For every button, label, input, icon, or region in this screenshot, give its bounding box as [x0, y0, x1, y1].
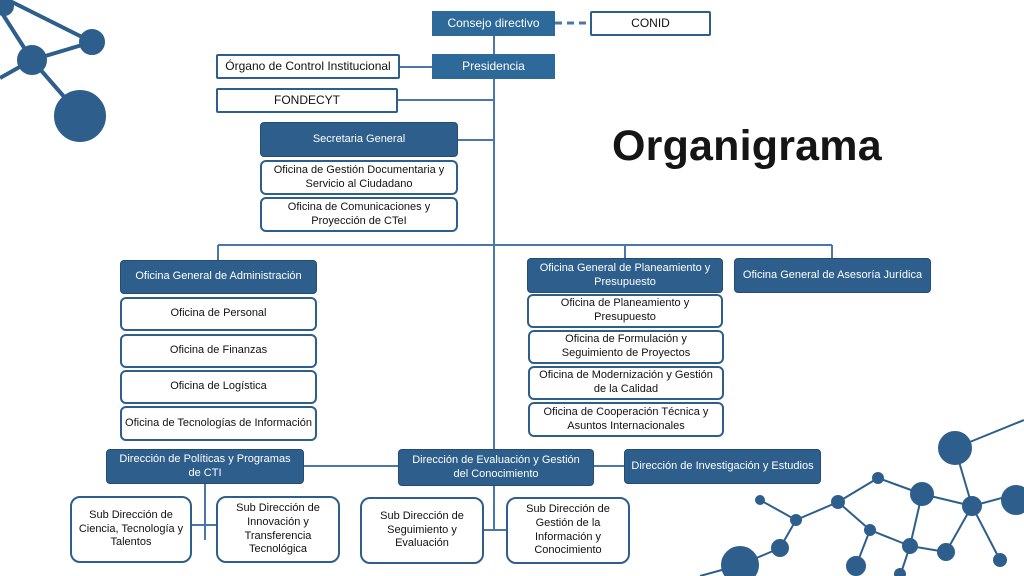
network-bottom-right: [699, 419, 1024, 576]
network-top-left: [0, 0, 106, 142]
consejo-directivo-box[interactable]: Consejo directivo: [432, 11, 555, 36]
oficina-formulacion-box[interactable]: Oficina de Formulación y Seguimiento de …: [528, 330, 724, 364]
subdireccion-ciencia-box[interactable]: Sub Dirección de Ciencia, Tecnología y T…: [70, 496, 192, 563]
oficina-cooperacion-box[interactable]: Oficina de Cooperación Técnica y Asuntos…: [528, 402, 724, 437]
oficina-planeamiento-presupuesto-box[interactable]: Oficina de Planeamiento y Presupuesto: [527, 294, 723, 328]
direccion-investigacion-box[interactable]: Dirección de Investigación y Estudios: [624, 449, 821, 484]
page-title: Organigrama: [612, 122, 882, 170]
oficina-modernizacion-box[interactable]: Oficina de Modernización y Gestión de la…: [528, 366, 724, 400]
subdireccion-innovacion-box[interactable]: Sub Dirección de Innovación y Transferen…: [216, 496, 340, 563]
organo-control-box[interactable]: Órgano de Control Institucional: [216, 54, 400, 79]
subdireccion-gestion-informacion-box[interactable]: Sub Dirección de Gestión de la Informaci…: [506, 497, 630, 564]
secretaria-general-box[interactable]: Secretaria General: [260, 122, 458, 157]
fondecyt-box[interactable]: FONDECYT: [216, 88, 398, 113]
oficina-tecnologias-box[interactable]: Oficina de Tecnologías de Información: [120, 406, 317, 441]
oficina-gestion-documentaria-box[interactable]: Oficina de Gestión Documentaria y Servic…: [260, 160, 458, 195]
oficina-comunicaciones-box[interactable]: Oficina de Comunicaciones y Proyección d…: [260, 197, 458, 232]
oficina-general-administracion-box[interactable]: Oficina General de Administración: [120, 260, 317, 294]
direccion-politicas-box[interactable]: Dirección de Políticas y Programas de CT…: [106, 449, 304, 484]
direccion-evaluacion-box[interactable]: Dirección de Evaluación y Gestión del Co…: [398, 449, 594, 486]
presidencia-box[interactable]: Presidencia: [432, 54, 555, 79]
oficina-finanzas-box[interactable]: Oficina de Finanzas: [120, 334, 317, 368]
subdireccion-seguimiento-box[interactable]: Sub Dirección de Seguimiento y Evaluació…: [360, 497, 484, 564]
oficina-logistica-box[interactable]: Oficina de Logística: [120, 370, 317, 404]
oficina-asesoria-juridica-box[interactable]: Oficina General de Asesoría Jurídica: [734, 258, 931, 293]
oficina-general-planeamiento-box[interactable]: Oficina General de Planeamiento y Presup…: [527, 258, 723, 293]
conid-box[interactable]: CONID: [590, 11, 711, 36]
oficina-personal-box[interactable]: Oficina de Personal: [120, 297, 317, 331]
